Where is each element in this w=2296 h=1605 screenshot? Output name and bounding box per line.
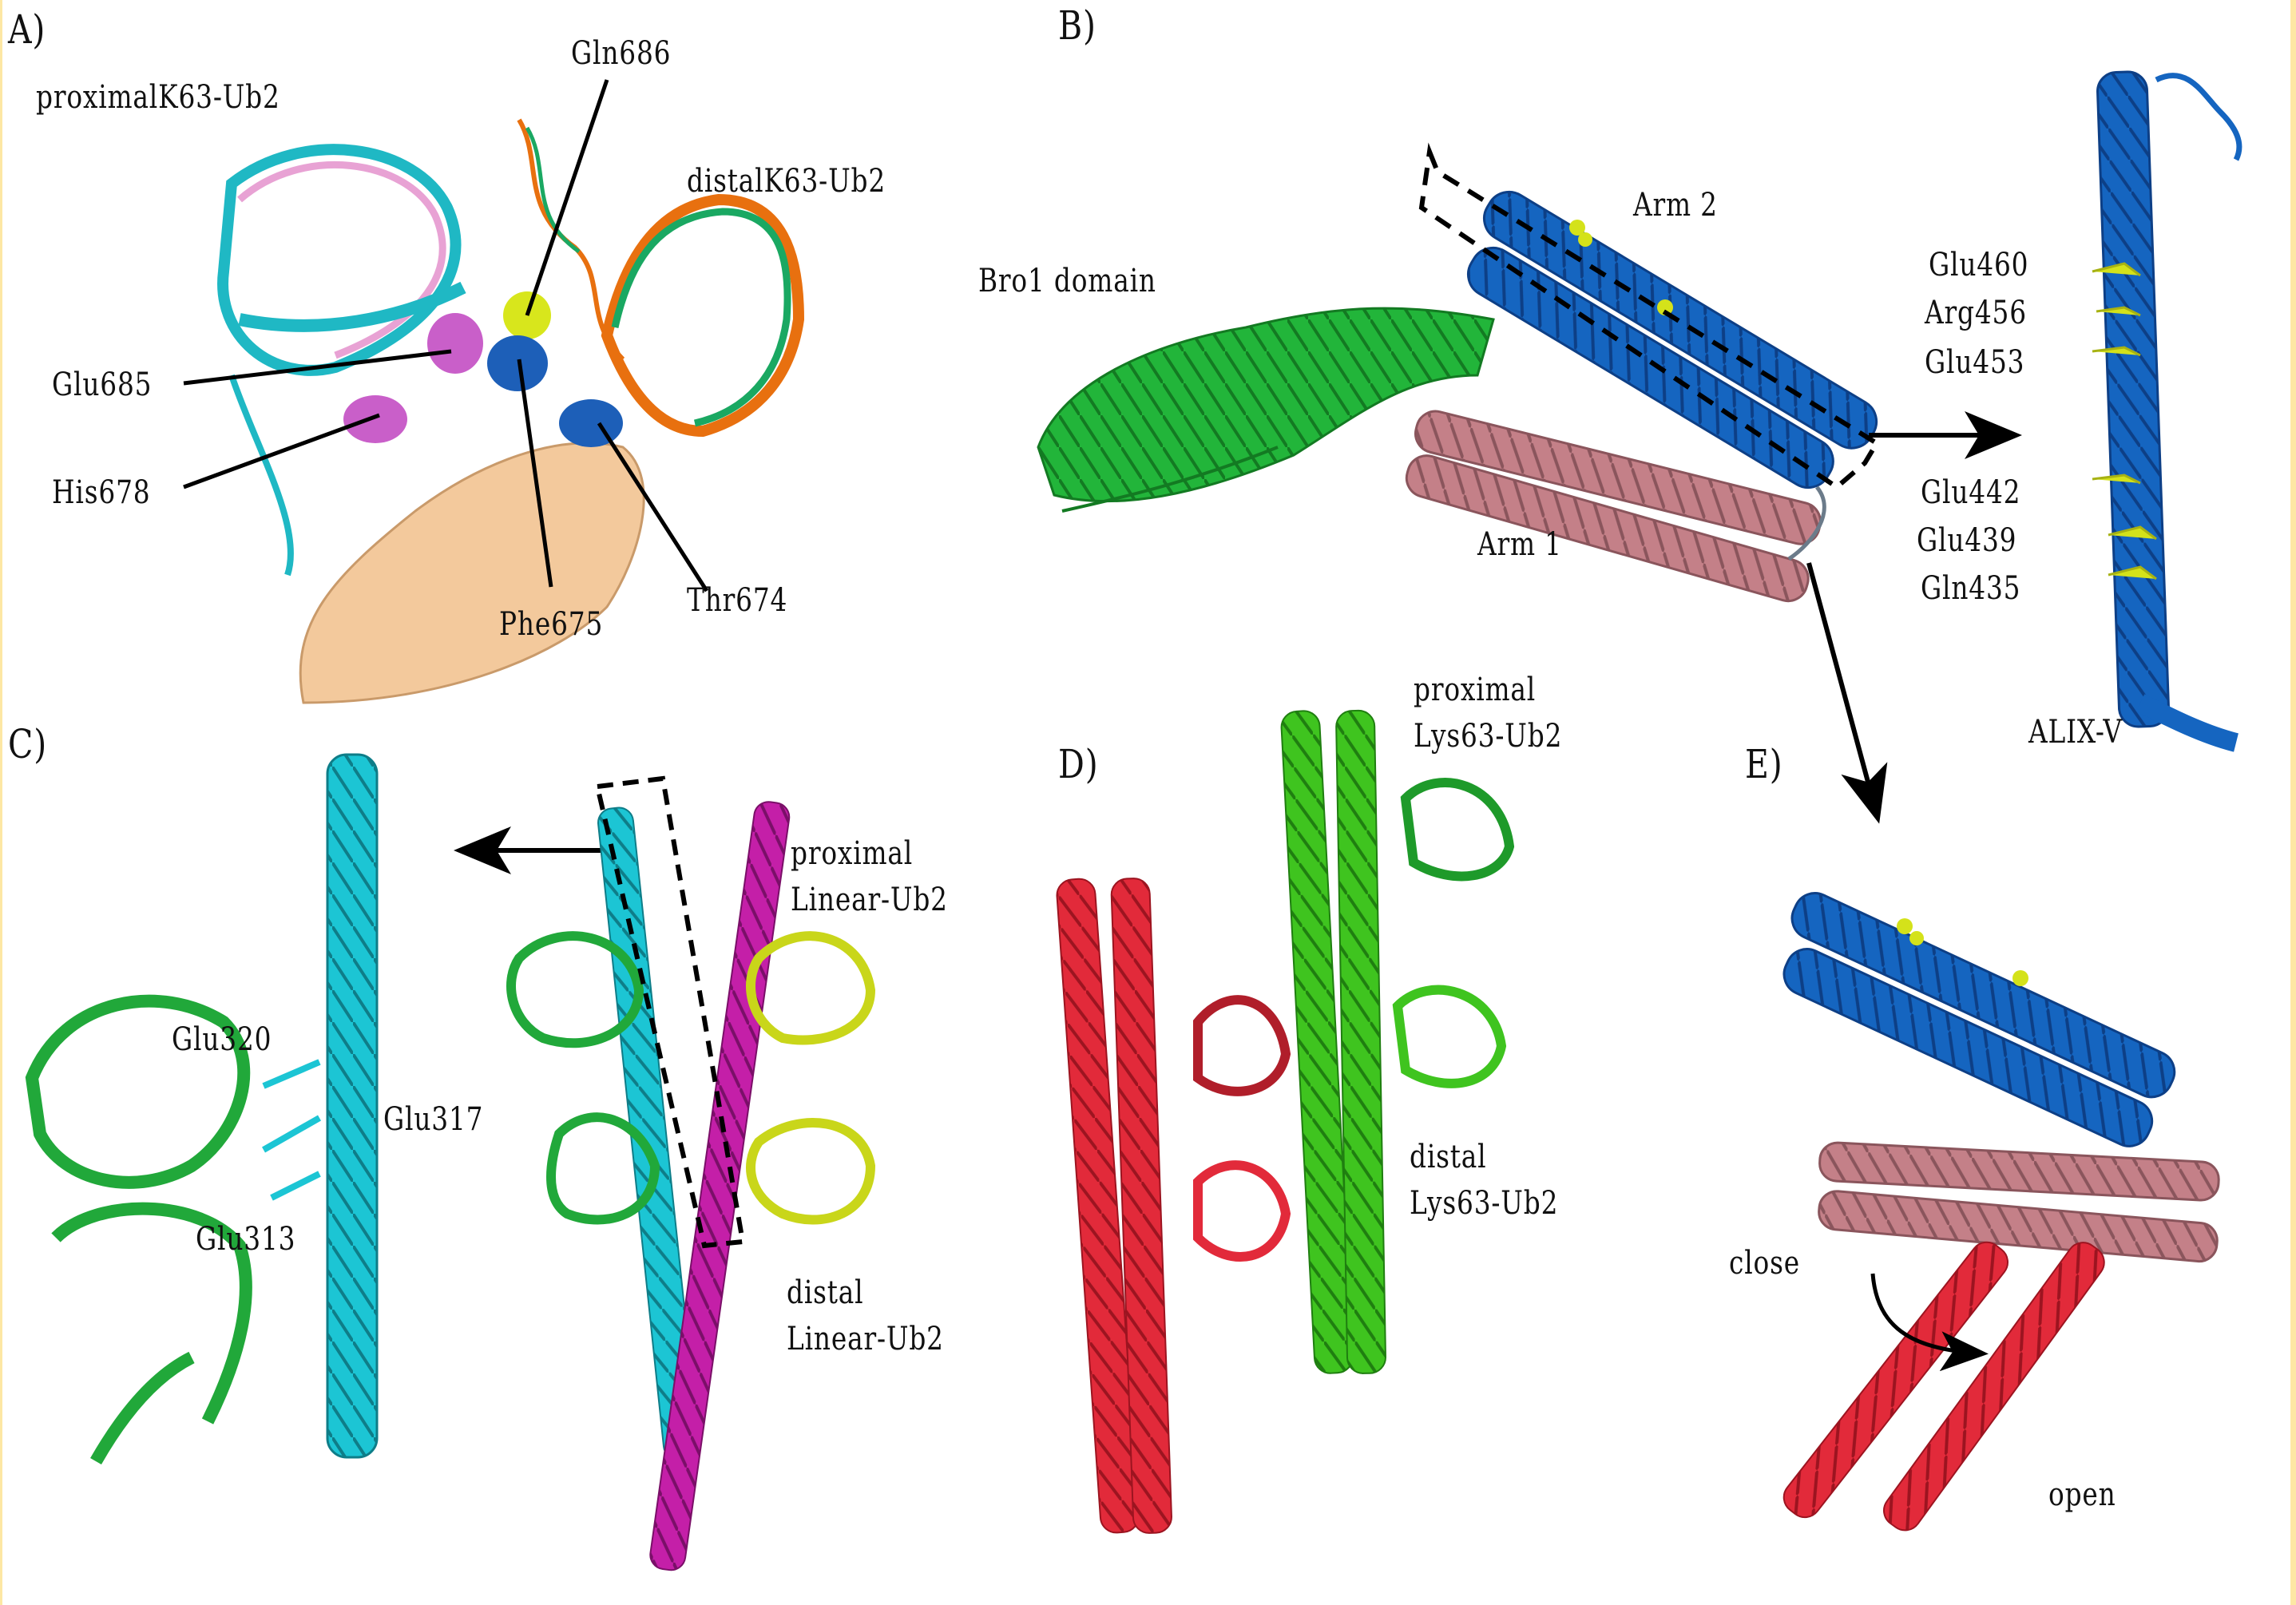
panel-b-structure <box>1037 142 1881 603</box>
panel-c-letter: C) <box>8 721 48 767</box>
residue-gln686: Gln686 <box>571 35 672 72</box>
distal-lys63-ub2-label: distal Lys63-Ub2 <box>1410 1139 1559 1222</box>
residue-his678: His678 <box>52 474 151 511</box>
residue-phe675: Phe675 <box>499 606 604 643</box>
bro1-domain-label: Bro1 domain <box>978 263 1156 299</box>
panel-c-structure <box>506 775 876 1571</box>
residue-gln435: Gln435 <box>1921 570 2021 607</box>
proximal-linear-ub2-label: proximal Linear-Ub2 <box>791 835 948 918</box>
residue-arg456: Arg456 <box>1925 295 2027 331</box>
panel-a-leaders <box>183 79 709 592</box>
open-state-label: open <box>2048 1476 2116 1513</box>
residue-thr674: Thr674 <box>687 582 788 619</box>
arm2-label: Arm 2 <box>1633 187 1718 224</box>
panel-d-letter: D) <box>1058 741 1099 787</box>
residue-glu320: Glu320 <box>172 1021 272 1058</box>
residue-glu442: Glu442 <box>1921 474 2021 511</box>
frame-border-right <box>2290 0 2296 1605</box>
residue-glu453: Glu453 <box>1925 344 2025 381</box>
panel-b-arrows <box>1806 411 2022 824</box>
panel-a-proximal-label: proximalK63-Ub2 <box>36 79 280 116</box>
panel-b-letter: B) <box>1058 2 1096 49</box>
close-state-label: close <box>1729 1245 1800 1282</box>
panel-c-zoom-structure <box>25 753 379 1464</box>
residue-glu460: Glu460 <box>1929 247 2029 283</box>
alix-v-label: ALIX-V <box>2028 714 2123 751</box>
alix-v-helix <box>2092 70 2242 752</box>
panel-a-letter: A) <box>8 6 46 53</box>
residue-glu439: Glu439 <box>1917 522 2017 559</box>
panel-d-structure <box>1056 709 1515 1534</box>
residue-glu685: Glu685 <box>52 367 153 403</box>
proximal-lys63-ub2-label: proximal Lys63-Ub2 <box>1414 672 1563 755</box>
panel-e-structure <box>1782 892 2220 1532</box>
residue-glu313: Glu313 <box>196 1221 296 1258</box>
arm1-label: Arm 1 <box>1477 526 1562 563</box>
panel-a-distal-label: distalK63-Ub2 <box>687 163 886 200</box>
distal-linear-ub2-label: distal Linear-Ub2 <box>787 1274 944 1357</box>
frame-border-left <box>0 0 2 1605</box>
residue-glu317: Glu317 <box>383 1101 484 1138</box>
panel-e-letter: E) <box>1745 741 1783 787</box>
